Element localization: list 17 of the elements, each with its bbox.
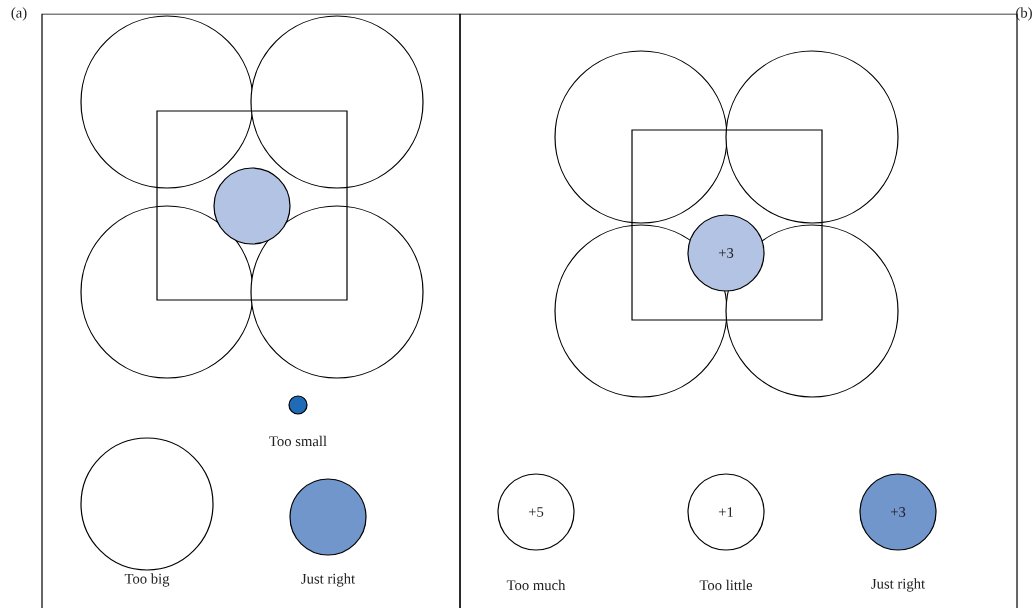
node-label: Just right — [301, 573, 355, 587]
circle — [250, 15, 424, 189]
panel-label: (b) — [1016, 7, 1032, 21]
node-label: Too small — [269, 435, 327, 447]
square — [156, 110, 348, 301]
node-label: Just right — [871, 578, 926, 592]
node-label: Too much — [506, 579, 566, 591]
circle — [250, 205, 424, 379]
square — [631, 129, 823, 321]
circle — [80, 205, 254, 379]
panel-label: (a) — [11, 7, 27, 21]
node-label: Too little — [699, 579, 753, 591]
circle — [554, 50, 728, 224]
circle — [725, 50, 899, 224]
circle — [213, 167, 291, 245]
circle — [80, 15, 254, 189]
node-label: Too big — [124, 573, 170, 587]
